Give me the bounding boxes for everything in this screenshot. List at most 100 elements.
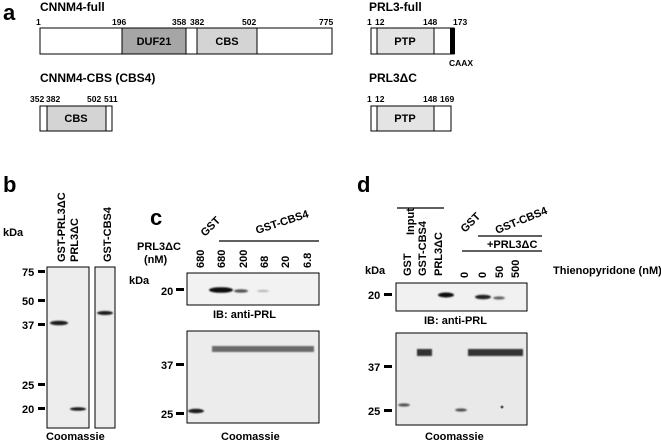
d-caption: Coomassie (425, 431, 484, 442)
c-conc-value-2: 200 (238, 250, 250, 268)
c-conc-value-4: 20 (280, 256, 292, 268)
d-thieno-value-1: 0 (477, 272, 489, 278)
c-conc-unit: (nM) (144, 254, 168, 266)
d-marker-20: 20 (368, 290, 380, 302)
b-tick-50 (38, 299, 45, 302)
c-tick-25 (176, 412, 184, 415)
b-lane-prl3dc: PRL3ΔC (69, 218, 81, 262)
cnnm4-full-n775: 775 (319, 17, 333, 27)
panel-label-c: c (150, 205, 162, 230)
cnnm4-full-n502: 502 (242, 17, 256, 27)
d-thieno-value-0: 0 (459, 272, 471, 278)
cbs-domain-full (196, 27, 258, 55)
ptp-label-dc: PTP (394, 113, 415, 125)
c-conc-value-1: 680 (216, 250, 228, 268)
b-marker-20: 20 (22, 404, 34, 416)
b-tick-37 (38, 323, 45, 326)
b-caption: Coomassie (46, 431, 105, 442)
d-thieno-value-3: 500 (510, 260, 522, 278)
c-tick-37 (176, 363, 184, 366)
c-tick-20 (176, 288, 184, 291)
prl3dc-title: PRL3ΔC (369, 71, 417, 85)
c-conc-value-0: 680 (195, 250, 207, 268)
d-band-0 (475, 294, 491, 300)
cnnm4-cbs-n382: 382 (46, 94, 60, 104)
b-marker-25: 25 (22, 380, 34, 392)
cnnm4-full-n1: 1 (36, 17, 41, 27)
c-kda-label: kDa (129, 275, 150, 287)
cnnm4-full-n196: 196 (112, 17, 126, 27)
d-band-pulldown-gst (455, 408, 467, 412)
panel-label-a: a (3, 0, 16, 25)
d-kda-label: kDa (365, 265, 386, 277)
panel-label-d: d (357, 172, 370, 197)
d-tick-25 (384, 409, 392, 412)
c-lane-gst: GST (199, 214, 224, 239)
cnnm4-full-n382: 382 (190, 17, 204, 27)
d-lane-input-prl3dc: PRL3ΔC (433, 232, 445, 276)
b-gel-left (46, 266, 90, 429)
c-band-680 (209, 287, 233, 293)
d-lane-input-gst: GST (402, 253, 414, 276)
c-band-68 (257, 289, 269, 293)
c-ib-label: IB: anti-PRL (213, 309, 276, 321)
duf21-domain (121, 27, 187, 55)
cbs-domain-cbs4 (46, 105, 107, 132)
cnnm4-full-n358: 358 (172, 17, 186, 27)
ptp-domain-full (376, 27, 435, 55)
c-coomassie-gel (186, 330, 320, 424)
d-group-label: GST-CBS4 (494, 205, 550, 237)
b-tick-75 (38, 270, 45, 273)
d-lane-input-gst-cbs4: GST-CBS4 (417, 220, 429, 276)
b-band-prl3dc (70, 407, 86, 411)
d-speck (500, 405, 504, 409)
cnnm4-cbs-n511: 511 (104, 94, 118, 104)
panel-label-b: b (3, 172, 16, 197)
d-marker-37: 37 (368, 362, 380, 374)
cbs-label-full: CBS (215, 36, 238, 48)
b-marker-37: 37 (22, 320, 34, 332)
b-band-gst-prl3dc (50, 320, 68, 326)
c-conc-value-5: 6.8 (302, 253, 314, 268)
d-band-50 (493, 296, 505, 300)
d-plus-label: +PRL3ΔC (487, 239, 537, 251)
c-marker-37: 37 (161, 360, 173, 372)
cnnm4-cbs-n502: 502 (87, 94, 101, 104)
d-lane-gst: GST (459, 210, 484, 235)
b-band-gst-cbs4 (97, 311, 113, 315)
d-tick-37 (384, 365, 392, 368)
d-band-input-gst-cbs4 (417, 349, 432, 356)
c-group-label: GST-CBS4 (254, 208, 311, 237)
b-tick-25 (38, 383, 45, 386)
prl3dc-n169: 169 (440, 94, 454, 104)
d-input-label: Input (405, 208, 417, 235)
d-thieno-value-2: 50 (494, 266, 506, 278)
b-kda-label: kDa (3, 227, 24, 239)
caax-label: CAAX (449, 58, 473, 68)
b-marker-50: 50 (22, 296, 34, 308)
d-thieno-label: Thienopyridone (nM) (553, 265, 661, 277)
prl3dc-n1: 1 (367, 94, 372, 104)
c-marker-25: 25 (161, 409, 173, 421)
b-gel-right (94, 266, 116, 429)
c-marker-20: 20 (161, 286, 173, 298)
b-lane-gst-cbs4: GST-CBS4 (102, 206, 114, 262)
prl3-full-n173: 173 (453, 17, 467, 27)
d-tick-20 (384, 293, 392, 296)
prl3-full-n1: 1 (367, 17, 372, 27)
cnnm4-full-title: CNNM4-full (40, 0, 105, 14)
duf21-label: DUF21 (137, 36, 172, 48)
prl3dc-n148: 148 (423, 94, 437, 104)
ptp-label-full: PTP (394, 36, 415, 48)
b-lane-gst-prl3dc: GST-PRL3ΔC (56, 192, 68, 262)
d-band-input-gst (398, 403, 410, 407)
d-ib-label: IB: anti-PRL (424, 315, 487, 327)
c-caption: Coomassie (221, 431, 280, 442)
b-marker-75: 75 (22, 267, 34, 279)
cnnm4-cbs-title: CNNM4-CBS (CBS4) (40, 71, 155, 85)
c-band-gst-cbs4 (212, 346, 314, 352)
prl3-full-n12: 12 (375, 17, 385, 27)
